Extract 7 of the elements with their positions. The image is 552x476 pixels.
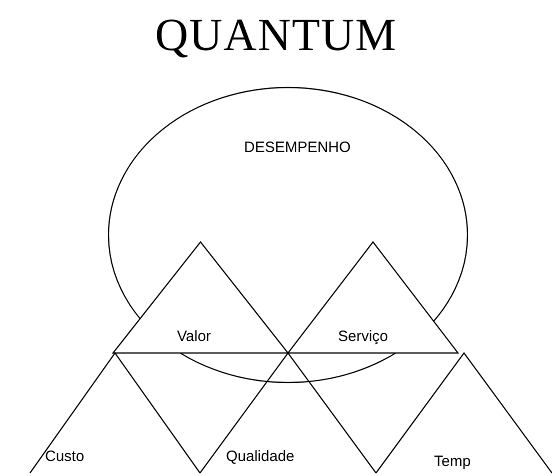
node-label: Temp <box>434 453 471 470</box>
node-label: Valor <box>177 328 211 345</box>
title: QUANTUM <box>154 8 398 61</box>
node-label: DESEMPENHO <box>244 139 351 156</box>
node-label: Serviço <box>338 328 388 345</box>
node-label: Custo <box>45 448 84 465</box>
node-label: Qualidade <box>226 448 294 465</box>
